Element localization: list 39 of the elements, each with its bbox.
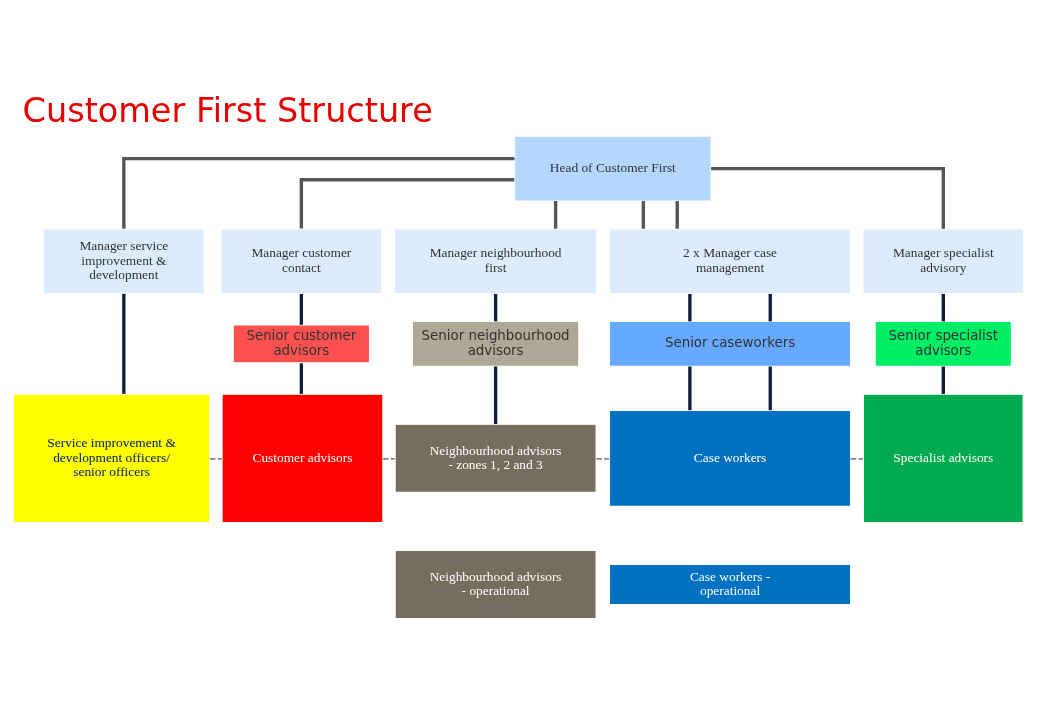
connector	[850, 458, 864, 460]
connector	[641, 201, 646, 229]
connector	[299, 178, 515, 229]
connector	[675, 201, 679, 229]
connector	[382, 458, 396, 460]
node-box: Senior specialist advisors	[874, 321, 1012, 367]
connector	[122, 293, 126, 394]
node-box: Neighbourhood advisors - zones 1, 2 and 3	[394, 423, 597, 493]
connector	[122, 156, 515, 229]
node-box: Specialist advisors	[862, 393, 1024, 524]
connector	[768, 366, 772, 411]
node-box: Manager service improvement & development	[42, 228, 205, 295]
connector	[299, 293, 304, 325]
connector	[553, 201, 558, 229]
node-box: Senior caseworkers	[608, 321, 852, 367]
connector	[209, 458, 223, 460]
node-box: Service improvement & development officers/ senior officers	[12, 393, 211, 524]
node-box: Case workers - operational	[608, 563, 852, 606]
node-box: Senior neighbourhood advisors	[411, 321, 580, 367]
connector	[688, 366, 692, 411]
connector	[688, 293, 692, 322]
node-box: Customer advisors	[221, 393, 384, 524]
connector	[299, 363, 304, 394]
connector	[941, 293, 945, 322]
connector	[941, 366, 945, 394]
connector	[768, 293, 772, 322]
node-box: Neighbourhood advisors - operational	[394, 549, 597, 620]
connector	[595, 458, 610, 460]
node-box: 2 x Manager case management	[608, 228, 852, 295]
diagram-title: Customer First Structure	[22, 90, 433, 130]
node-box: Manager customer contact	[220, 228, 383, 295]
connector	[493, 366, 498, 425]
node-box: Manager specialist advisory	[862, 228, 1025, 295]
node-box: Case workers	[608, 409, 852, 507]
node-box: Head of Customer First	[514, 135, 712, 202]
node-box: Manager neighbourhood first	[394, 228, 598, 295]
connector	[711, 166, 945, 229]
connector	[493, 293, 498, 322]
node-box: Senior customer advisors	[232, 324, 370, 364]
